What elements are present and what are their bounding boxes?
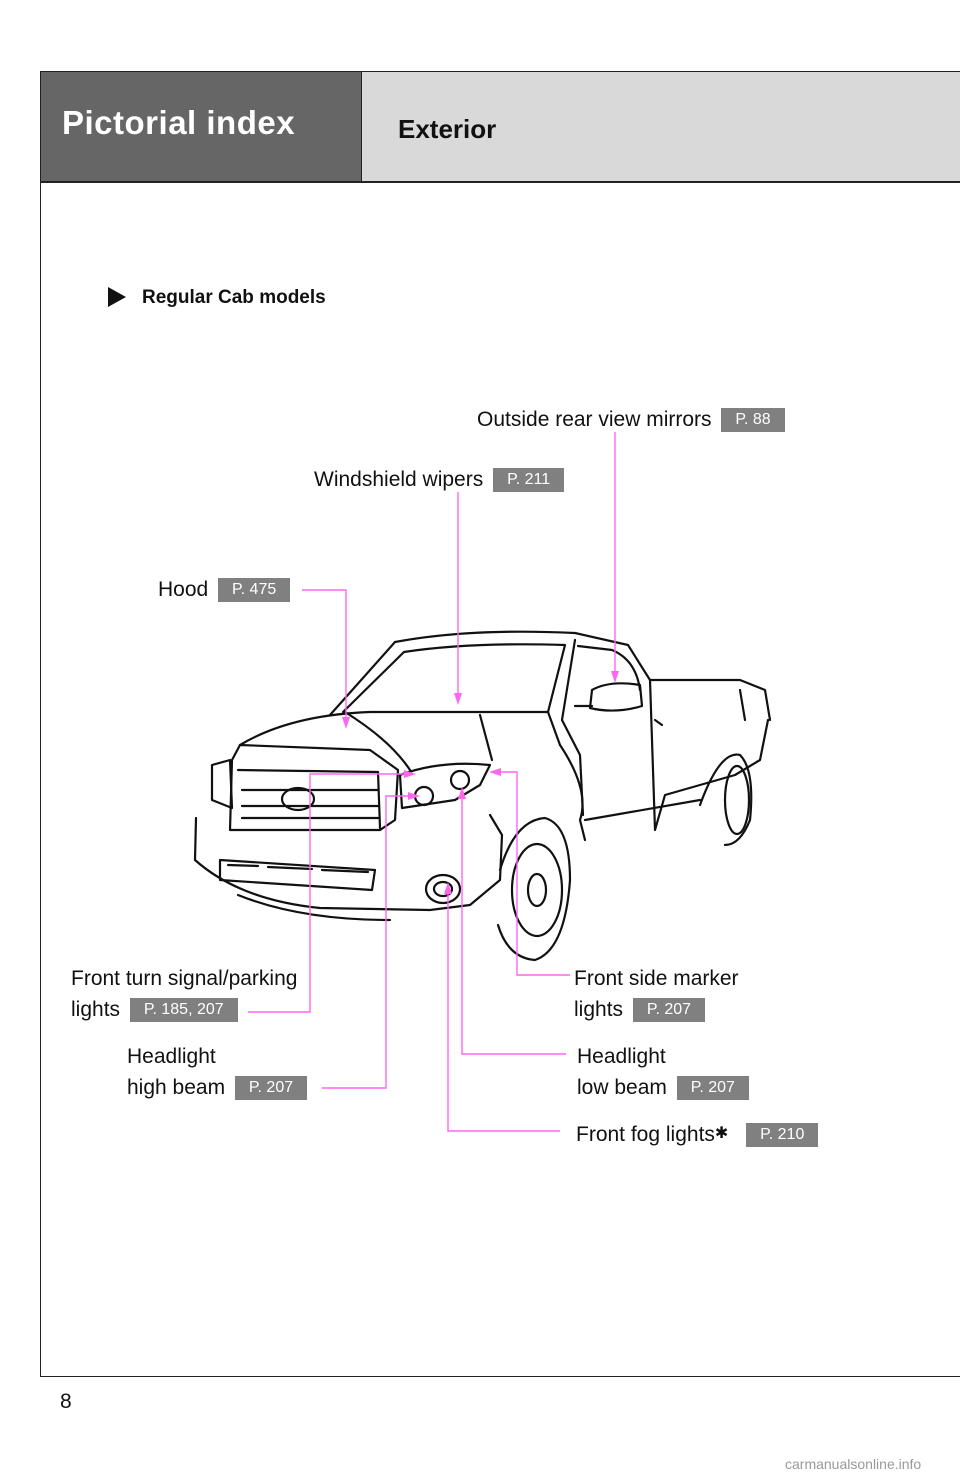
callout-highbeam-line2: high beam	[127, 1076, 226, 1099]
watermark: carmanualsonline.info	[785, 1456, 922, 1472]
leader-arrowheads	[342, 671, 619, 894]
callout-mirrors: Outside rear view mirrors P. 88	[477, 404, 785, 435]
callout-turn-line1: Front turn signal/parking	[71, 967, 298, 990]
callout-side-marker: Front side marker lights P. 207	[574, 963, 739, 1025]
callout-low-beam: Headlight low beam P. 207	[577, 1041, 749, 1103]
leader-lines	[248, 432, 616, 1132]
page-ref-marker[interactable]: P. 207	[632, 998, 706, 1022]
callout-lowbeam-line1: Headlight	[577, 1045, 666, 1068]
page-frame	[40, 71, 960, 1377]
leader-lowbeam	[461, 790, 566, 1055]
page-ref-turn[interactable]: P. 185, 207	[129, 998, 238, 1022]
leader-turn	[248, 773, 412, 1013]
leader-fog	[447, 885, 560, 1132]
callout-lowbeam-line2: low beam	[577, 1076, 667, 1099]
callout-highbeam-line1: Headlight	[127, 1045, 216, 1068]
page-number: 8	[60, 1390, 72, 1413]
header-divider	[41, 181, 960, 183]
asterisk-icon: ✱	[714, 1125, 729, 1142]
page-ref-highbeam[interactable]: P. 207	[234, 1076, 308, 1100]
callout-marker-line2: lights	[574, 998, 624, 1021]
section-heading: Regular Cab models	[108, 287, 326, 309]
callout-hood: Hood P. 475	[158, 574, 291, 605]
callout-turn-signal: Front turn signal/parking lights P. 185,…	[71, 963, 297, 1025]
header-title-panel	[41, 72, 362, 182]
leader-marker	[492, 771, 570, 976]
callout-fog-label: Front fog lights	[576, 1123, 715, 1146]
page-title: Pictorial index	[62, 104, 296, 141]
page-ref-wipers[interactable]: P. 211	[493, 468, 565, 492]
callout-wipers-label: Windshield wipers	[314, 468, 484, 491]
truck-line-art	[193, 630, 772, 962]
callout-marker-line1: Front side marker	[574, 967, 739, 990]
page-ref-fog[interactable]: P. 210	[746, 1123, 819, 1147]
page-subtitle: Exterior	[398, 114, 497, 144]
callout-mirrors-label: Outside rear view mirrors	[477, 408, 712, 431]
page-ref-mirrors[interactable]: P. 88	[721, 408, 785, 432]
leader-hood	[302, 589, 347, 726]
triangle-bullet-icon	[108, 287, 126, 307]
callout-fog-lights: Front fog lights✱ P. 210	[576, 1118, 819, 1150]
page-ref-lowbeam[interactable]: P. 207	[676, 1076, 749, 1100]
callout-wipers: Windshield wipers P. 211	[314, 464, 565, 495]
callout-turn-line2: lights	[71, 998, 121, 1021]
callout-high-beam: Headlight high beam P. 207	[127, 1041, 308, 1103]
header-subtitle-panel	[362, 72, 960, 182]
leader-highbeam	[322, 795, 416, 1089]
callout-hood-label: Hood	[158, 578, 209, 601]
page-ref-hood[interactable]: P. 475	[218, 578, 291, 602]
section-title: Regular Cab models	[142, 287, 326, 308]
